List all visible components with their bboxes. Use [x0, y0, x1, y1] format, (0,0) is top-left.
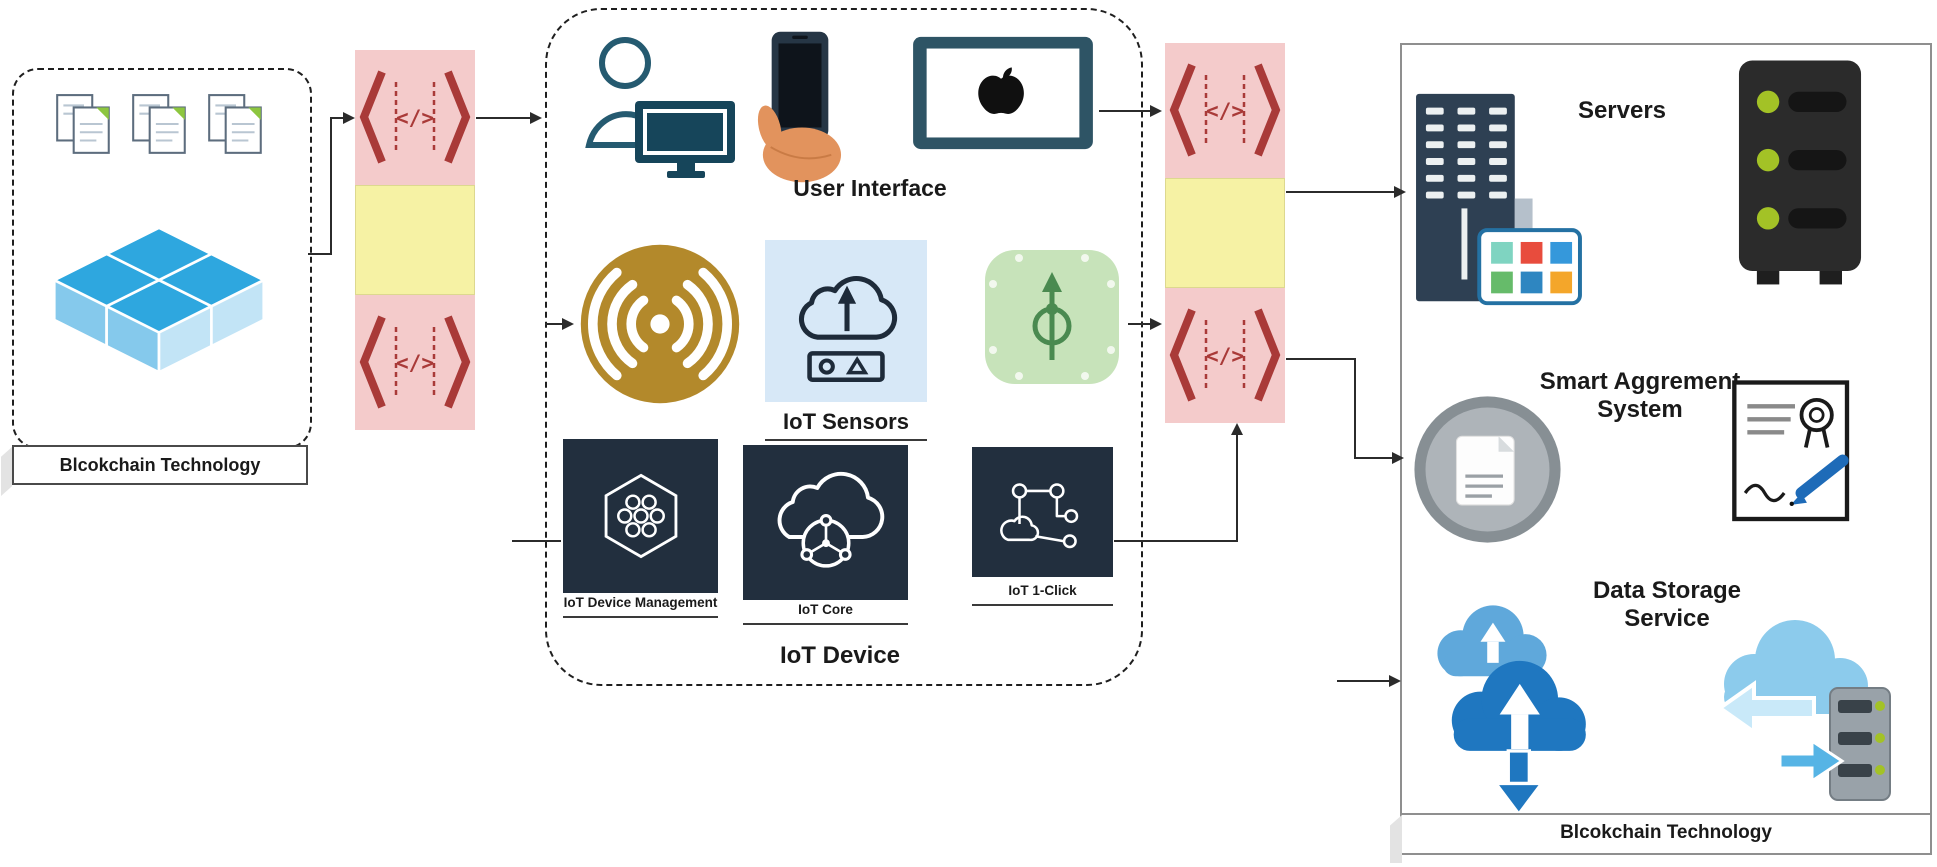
document-stack-icon — [132, 94, 186, 154]
iot-one-click-label: IoT 1-Click — [972, 583, 1113, 606]
cloud-sync-icon — [1437, 605, 1586, 817]
iot-core-label: IoT Core — [743, 602, 908, 625]
iot-device-label: IoT Device — [779, 642, 901, 669]
iot-core-card — [743, 445, 908, 600]
box-3d-edge — [1390, 815, 1402, 863]
code-glyph: </> — [396, 106, 434, 130]
api-gateway-icon: </> — [355, 50, 475, 185]
smart-agreement-label: Smart Aggrement System — [1490, 368, 1790, 424]
iot-device-management-card — [563, 439, 718, 593]
hand-phone-icon — [757, 31, 842, 183]
api-gateway-icon: </> — [355, 295, 475, 430]
iot-actuator-icon — [985, 250, 1119, 384]
pen-icon — [1795, 454, 1849, 499]
blockchain-platform-box: Servers Smart Aggrement System — [1390, 43, 1932, 863]
right-arrow-icon — [1778, 738, 1845, 784]
data-storage-line1: Data Storage — [1592, 577, 1742, 604]
code-glyph: </> — [396, 351, 434, 375]
gateway-yellow-panel — [1165, 178, 1285, 288]
code-glyph: </> — [1206, 99, 1244, 123]
api-gateway-icon: </> — [1165, 288, 1285, 423]
document-stack-icon — [56, 94, 110, 154]
smart-agreement-line1: Smart Aggrement — [1539, 368, 1741, 395]
gateway-yellow-panel — [355, 185, 475, 295]
box-3d-edge — [1, 447, 12, 496]
smart-contract-icon — [1732, 380, 1850, 522]
data-storage-line2: Service — [1624, 605, 1710, 632]
cloud-transfer-icon — [1716, 620, 1891, 801]
blockchain-source-group: Blcokchain Technology — [1, 68, 312, 496]
iot-device-management-label: IoT Device Management — [563, 595, 718, 618]
server-tower-icon — [1416, 93, 1582, 306]
iot-core-icon — [777, 471, 884, 568]
apple-logo — [978, 75, 1024, 114]
iot-one-click-icon — [1000, 482, 1079, 548]
iot-sensors-label: IoT Sensors — [765, 409, 927, 441]
user-interface-label: User Interface — [793, 175, 947, 201]
left-arrow-icon — [1716, 680, 1816, 736]
document-stack-icon — [208, 94, 262, 154]
device-management-icon — [604, 473, 677, 559]
servers-label: Servers — [1577, 97, 1667, 124]
api-gateway-left: </> </> — [355, 50, 475, 430]
api-gateway-right: </> </> — [1165, 43, 1285, 423]
blockchain-cubes-icon — [52, 226, 266, 374]
api-gateway-icon: </> — [1165, 43, 1285, 178]
beacon-sensor-icon — [580, 244, 740, 404]
data-storage-label: Data Storage Service — [1517, 577, 1817, 633]
document-row — [12, 92, 308, 158]
cloud-sensor-icon — [798, 276, 898, 383]
smart-agreement-line2: System — [1597, 396, 1683, 423]
tablet-apple-icon — [913, 36, 1093, 150]
cloud-sensor-card — [765, 240, 927, 402]
server-rack-icon — [1738, 60, 1862, 285]
iot-one-click-card — [972, 447, 1113, 577]
code-glyph: </> — [1206, 344, 1244, 368]
iot-platform-box — [545, 8, 1143, 686]
document-circle-icon — [1414, 396, 1561, 543]
blockchain-source-label: Blcokchain Technology — [12, 445, 308, 485]
user-monitor-icon — [585, 37, 735, 178]
blockchain-platform-label: Blcokchain Technology — [1402, 813, 1930, 853]
